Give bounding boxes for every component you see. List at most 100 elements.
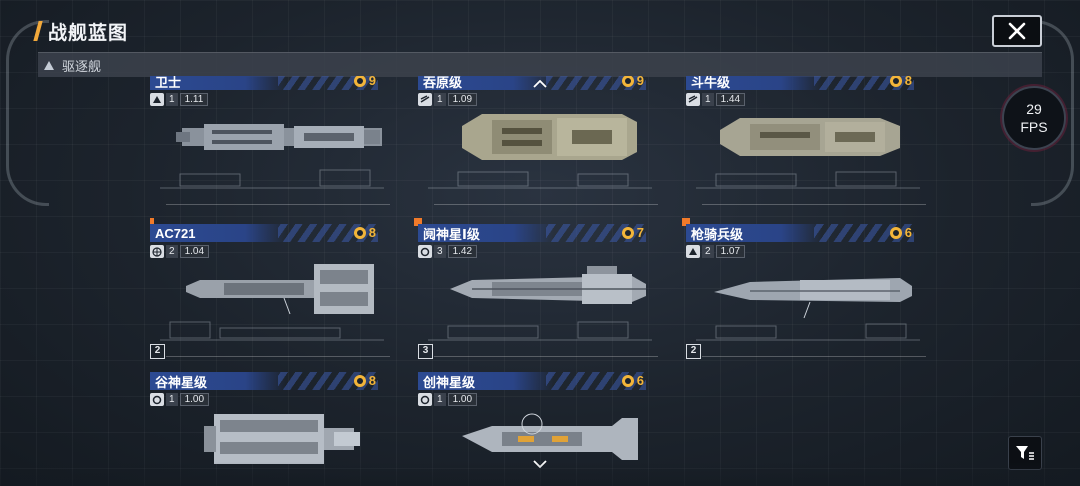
ship-name: 谷神星级 [150, 372, 286, 390]
fps-label: FPS [1020, 119, 1048, 135]
card-baseline [702, 356, 926, 357]
ship-value: 1.44 [715, 93, 746, 106]
ship-class-icon [150, 93, 164, 106]
ship-cost: 7 [621, 225, 644, 240]
cost-gear-icon [353, 226, 366, 239]
category-filter-bar[interactable]: 驱逐舰 [38, 52, 1042, 77]
ship-cost: 6 [889, 225, 912, 240]
cost-value: 8 [368, 373, 376, 388]
fps-counter: 29 FPS [1002, 86, 1066, 150]
ship-class-icon [150, 393, 164, 406]
ship-name: AC721 [150, 224, 286, 242]
ship-stats: 2 1.04 [150, 245, 210, 258]
ship-value: 1.04 [179, 245, 210, 258]
ship-class-icon [418, 245, 432, 258]
ship-stats: 1 1.11 [150, 93, 209, 106]
cost-value: 8 [904, 76, 912, 88]
ship-card[interactable]: 阋神星Ⅰ级 7 3 1.42 3 [414, 218, 658, 362]
cost-gear-icon [889, 226, 902, 239]
cost-gear-icon [889, 76, 902, 87]
name-bar-stripes [278, 224, 378, 242]
fps-value: 29 [1026, 101, 1042, 117]
ship-stats: 2 1.07 [686, 245, 746, 258]
blueprint-sketch [696, 323, 920, 341]
ship-slot: 2 [166, 245, 178, 258]
new-marker [414, 218, 422, 226]
ship-count: 2 [150, 344, 165, 359]
ship-class-icon [686, 93, 700, 106]
chevron-down-icon[interactable] [533, 460, 547, 468]
ship-stats: 1 1.44 [686, 93, 746, 106]
close-button[interactable] [992, 15, 1042, 47]
ship-value: 1.07 [715, 245, 746, 258]
filter-button[interactable] [1008, 436, 1042, 470]
chevron-up-icon[interactable] [533, 80, 547, 88]
blueprint-sketch [160, 169, 384, 189]
ship-slot: 1 [166, 93, 178, 106]
cost-value: 9 [636, 76, 644, 88]
ship-card[interactable]: 斗牛级 8 1 1.44 [686, 76, 926, 210]
ship-class-icon [686, 245, 700, 258]
ship-slot: 2 [702, 245, 714, 258]
ship-name: 阋神星Ⅰ级 [418, 224, 554, 242]
ship-name: 斗牛级 [686, 76, 822, 90]
close-icon [1008, 22, 1026, 40]
ship-image [450, 266, 646, 304]
ship-stats: 1 1.09 [418, 93, 478, 106]
ship-image [462, 413, 638, 460]
ship-value: 1.00 [447, 393, 478, 406]
blueprint-sketch [160, 321, 384, 341]
ship-cost: 9 [621, 76, 644, 88]
cost-gear-icon [353, 374, 366, 387]
blueprint-sketch [428, 321, 652, 341]
ship-class-icon [418, 93, 432, 106]
ship-stats: 1 1.00 [418, 393, 478, 406]
ship-image [720, 118, 900, 156]
filter-icon [1016, 446, 1034, 460]
ship-cost: 8 [353, 373, 376, 388]
cost-value: 8 [368, 225, 376, 240]
ship-value: 1.42 [447, 245, 478, 258]
ship-card[interactable]: 创神星级 6 1 1.00 [418, 372, 658, 486]
ship-slot: 1 [702, 93, 714, 106]
ship-slot: 1 [166, 393, 178, 406]
card-baseline [434, 356, 658, 357]
cost-gear-icon [621, 76, 634, 87]
ship-cost: 9 [353, 76, 376, 88]
triangle-icon [44, 60, 54, 70]
ship-name: 卫士 [150, 76, 286, 90]
name-bar-stripes [814, 224, 914, 242]
ship-slot: 1 [434, 393, 446, 406]
ship-card-grid: 卫士 9 1 1.11 [150, 76, 930, 486]
name-bar-stripes [546, 372, 646, 390]
ship-card[interactable]: 谷神星级 8 1 1.00 [150, 372, 390, 486]
name-bar-stripes [278, 372, 378, 390]
blueprint-sketch [696, 171, 920, 189]
category-label: 驱逐舰 [62, 58, 102, 74]
cost-value: 6 [904, 225, 912, 240]
ship-card[interactable]: 卫士 9 1 1.11 [150, 76, 390, 210]
ship-stats: 1 1.00 [150, 393, 210, 406]
cost-value: 6 [636, 373, 644, 388]
ship-class-icon [418, 393, 432, 406]
ship-image [462, 114, 637, 160]
ship-image [714, 278, 912, 319]
ship-slot: 3 [434, 245, 446, 258]
blueprint-sketch [428, 171, 652, 189]
ship-value: 1.09 [447, 93, 478, 106]
ship-card[interactable]: 吞原级 9 1 1.09 [418, 76, 658, 210]
ship-cost: 6 [621, 373, 644, 388]
cost-value: 9 [368, 76, 376, 88]
ship-card[interactable]: AC721 8 2 1.04 2 [150, 218, 390, 362]
card-baseline [434, 204, 658, 205]
ship-name: 创神星级 [418, 372, 554, 390]
page-header: 战舰蓝图 [33, 14, 129, 48]
ship-image [186, 264, 374, 315]
ship-value: 1.00 [179, 393, 210, 406]
cost-gear-icon [621, 374, 634, 387]
ship-card[interactable]: 枪骑兵级 6 2 1.07 2 [682, 218, 926, 362]
ship-image [176, 124, 382, 150]
page-title: 战舰蓝图 [48, 22, 129, 44]
card-baseline [166, 204, 390, 205]
